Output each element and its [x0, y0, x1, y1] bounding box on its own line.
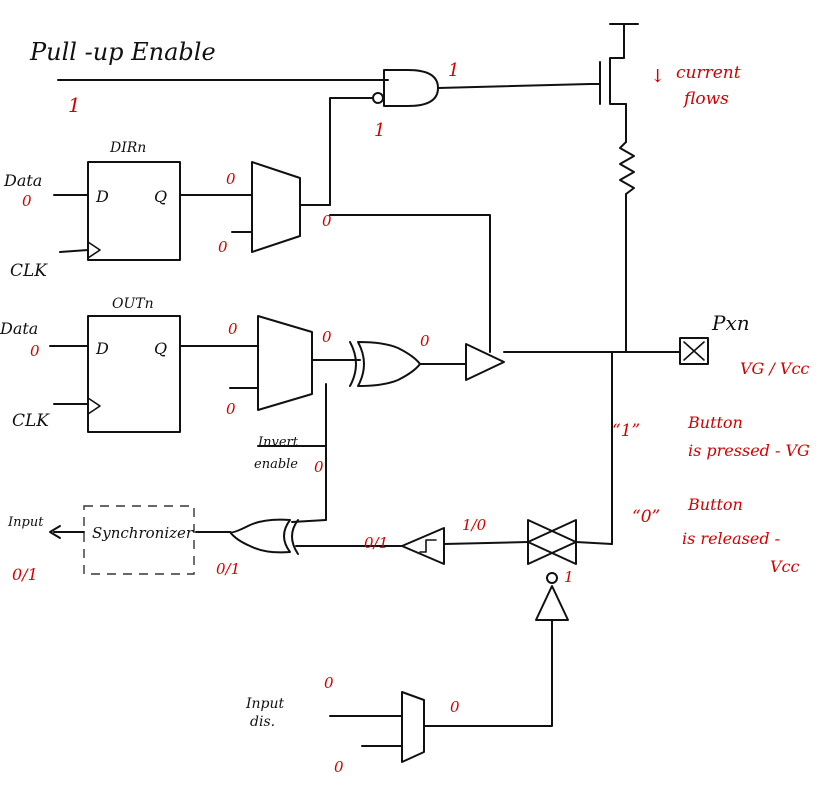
and-gate: [383, 69, 439, 107]
dirn-d-pin: D: [95, 187, 109, 206]
dirn-data-label: Data: [3, 171, 42, 190]
dir-mux-in-bottom-value: 0: [218, 238, 228, 256]
pullup-enable-value: 1: [68, 93, 81, 117]
dirn-clock-mark: [87, 241, 101, 259]
out-mux: [257, 315, 313, 411]
transmission-gate-rev: [527, 519, 577, 565]
outn-d-pin: D: [95, 339, 109, 358]
pmos-channel: [609, 57, 627, 105]
output-buffer: [465, 343, 505, 381]
out-mux-in-top-value: 0: [228, 320, 238, 338]
dirn-flipflop: [87, 161, 181, 261]
dirn-clk-wire: [59, 249, 89, 253]
input-dis-in-top-value: 0: [324, 674, 334, 692]
and-out-value: 1: [448, 60, 459, 81]
dir-mux-out-value: 0: [322, 212, 332, 230]
pad-to-tgate-wire: [575, 541, 613, 545]
outn-flipflop: [87, 315, 181, 433]
outn-data-label: Data: [0, 319, 38, 338]
tgate-control-value: 1: [564, 568, 574, 586]
pad-cross-2: [683, 341, 705, 361]
tgate-control-inverter: [535, 585, 569, 621]
enable-label: enable: [254, 457, 298, 472]
out-mux-in-bottom-value: 0: [226, 400, 236, 418]
dirn-clk-label: CLK: [10, 261, 48, 281]
input-dis-out-value: 0: [450, 698, 460, 716]
button0-desc: is released -: [682, 529, 780, 548]
and-out-wire: [437, 83, 591, 89]
outn-clk-label: CLK: [12, 411, 50, 431]
button0-quote: “0”: [632, 507, 660, 527]
pullup-enable-label: Pull -up Enable: [29, 38, 216, 66]
vg-vcc-label: VG / Vcc: [740, 359, 809, 378]
output-xor-gate: [357, 341, 421, 387]
pullup-resistor: [619, 141, 635, 195]
input-xor-curve: [291, 519, 299, 555]
input-dis-in-bottom-value: 0: [334, 758, 344, 776]
input-dis-label-1: Input: [245, 696, 285, 712]
invert-enable-value: 0: [314, 458, 324, 476]
input-dis-label-2: dis.: [250, 714, 275, 730]
flows-label: flows: [682, 89, 729, 109]
transmission-gate-fwd: [527, 519, 577, 565]
schmitt-trigger-buffer: [401, 527, 445, 565]
invert-to-xor2-wire: [291, 519, 327, 523]
button0-label: Button: [687, 495, 743, 514]
output-xor-curve: [349, 341, 357, 387]
current-arrow-icon: ↓: [650, 66, 665, 87]
input-label: Input: [7, 515, 44, 530]
input-dis-mux: [401, 691, 425, 763]
outn-data-value: 0: [30, 342, 40, 360]
tgate-out-value: 1/0: [462, 516, 487, 534]
input-xor-out-value: 0/1: [216, 560, 240, 578]
button1-label: Button: [687, 413, 743, 432]
schmitt-in-value: 0/1: [364, 534, 388, 552]
input-arrow: [49, 525, 61, 539]
dirn-q-pin: Q: [154, 187, 167, 206]
input-xor-gate: [229, 518, 291, 554]
dir-to-buffer-enable-wire: [329, 214, 491, 353]
button0-vcc: Vcc: [770, 557, 800, 576]
dir-mux-in-top-value: 0: [226, 170, 236, 188]
dir-mux: [251, 161, 301, 253]
xor-out-value: 0: [420, 332, 430, 350]
tgate-to-schmitt-wire: [443, 541, 529, 545]
tgate-bubble: [546, 572, 558, 584]
button1-quote: “1”: [612, 421, 640, 441]
current-label: current: [676, 63, 741, 83]
outn-clock-mark: [87, 397, 101, 415]
and-inverting-bubble: [372, 92, 384, 104]
dirn-data-value: 0: [22, 192, 32, 210]
input-dis-out-wire: [423, 707, 553, 727]
input-value: 0/1: [12, 565, 38, 584]
out-mux-out-value: 0: [322, 328, 332, 346]
and-inv-input-value: 1: [374, 120, 385, 141]
button1-desc: is pressed - VG: [688, 441, 810, 460]
pxn-label: Pxn: [711, 311, 750, 335]
outn-label: OUTn: [112, 296, 154, 312]
synchronizer-label: Synchronizer: [92, 524, 194, 542]
outn-q-pin: Q: [154, 339, 167, 358]
invert-label: Invert: [257, 435, 299, 450]
schmitt-symbol: [419, 539, 437, 553]
pxn-pad: [679, 337, 709, 365]
synchronizer-box: [83, 505, 195, 575]
dir-to-and-wire: [329, 97, 373, 206]
dirn-label: DIRn: [109, 140, 146, 156]
